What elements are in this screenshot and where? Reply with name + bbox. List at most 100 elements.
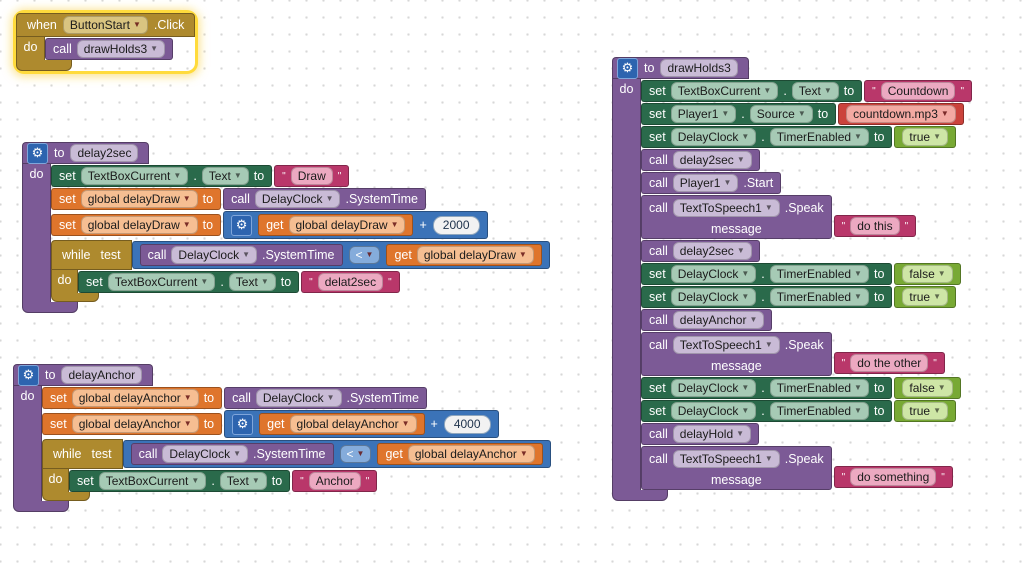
component-dropdown[interactable]: DelayClock▼	[670, 402, 757, 420]
boolean-block[interactable]: false▼	[894, 263, 961, 285]
math-add-block[interactable]: ⚙ get global delayDraw▼ + 2000	[223, 211, 488, 239]
variable-dropdown[interactable]: global delayDraw▼	[288, 216, 406, 234]
text-string-block[interactable]: " do this "	[833, 215, 917, 237]
component-dropdown[interactable]: TextBoxCurrent▼	[98, 472, 207, 490]
component-dropdown[interactable]: TextToSpeech1▼	[672, 450, 780, 468]
boolean-dropdown[interactable]: false▼	[902, 265, 953, 283]
procedure-drawholds3[interactable]: ⚙ to drawHolds3 do set TextBoxCurrent▼ .…	[612, 57, 973, 501]
procedure-header[interactable]: ⚙ to delay2sec	[22, 142, 150, 164]
set-property-block[interactable]: set Player1▼ . Source▼ to	[641, 103, 837, 125]
property-dropdown[interactable]: Text▼	[791, 82, 839, 100]
property-dropdown[interactable]: TimerEnabled▼	[769, 402, 869, 420]
text-string-field[interactable]: do this	[850, 217, 900, 235]
event-header[interactable]: when ButtonStart▼ .Click	[16, 13, 196, 37]
call-procedure-block[interactable]: call delay2sec▼	[641, 149, 760, 171]
set-property-block[interactable]: set TextBoxCurrent▼ . Text▼ to	[69, 470, 291, 492]
when-buttonstart-click-block[interactable]: when ButtonStart▼ .Click do call drawHol…	[16, 13, 196, 71]
variable-dropdown[interactable]: global delayAnchor▼	[71, 389, 199, 407]
text-string-block[interactable]: " delat2sec "	[301, 271, 400, 293]
text-string-block[interactable]: " Draw "	[274, 165, 350, 187]
boolean-block[interactable]: false▼	[894, 377, 961, 399]
comparison-block[interactable]: call DelayClock▼ .SystemTime <▼ get glob…	[122, 440, 551, 468]
text-string-field[interactable]: delat2sec	[317, 273, 384, 291]
get-variable-block[interactable]: get global delayAnchor▼	[259, 413, 425, 435]
mutator-gear-icon[interactable]: ⚙	[232, 413, 254, 435]
procedure-name-field[interactable]: delayAnchor	[61, 366, 143, 384]
component-dropdown[interactable]: DelayClock▼	[171, 246, 258, 264]
call-method-value-block[interactable]: call DelayClock▼ .SystemTime	[223, 188, 426, 210]
text-string-field[interactable]: Draw	[290, 167, 333, 185]
operator-dropdown[interactable]: <▼	[339, 445, 372, 463]
procedure-header[interactable]: ⚙ to delayAnchor	[13, 364, 154, 386]
asset-dropdown[interactable]: countdown.mp3▼	[846, 105, 956, 123]
while-block[interactable]: while test call DelayClock▼ .SystemTime …	[51, 240, 550, 302]
variable-dropdown[interactable]: global delayDraw▼	[416, 246, 534, 264]
set-property-block[interactable]: set DelayClock▼ . TimerEnabled▼ to	[641, 286, 893, 308]
variable-dropdown[interactable]: global delayAnchor▼	[71, 415, 199, 433]
event-component-dropdown[interactable]: ButtonStart▼	[62, 16, 148, 34]
procedure-dropdown[interactable]: delay2sec▼	[672, 242, 752, 260]
call-method-value-block[interactable]: call DelayClock▼ .SystemTime	[130, 443, 334, 465]
call-procedure-block[interactable]: call delayHold▼	[641, 423, 760, 445]
property-dropdown[interactable]: Text▼	[219, 472, 267, 490]
boolean-block[interactable]: true▼	[894, 286, 957, 308]
variable-dropdown[interactable]: global delayDraw▼	[80, 216, 198, 234]
component-dropdown[interactable]: Player1▼	[670, 105, 737, 123]
component-dropdown[interactable]: TextBoxCurrent▼	[670, 82, 779, 100]
get-variable-block[interactable]: get global delayAnchor▼	[377, 443, 543, 465]
while-block[interactable]: while test call DelayClock▼ .SystemTime …	[42, 439, 551, 501]
math-add-block[interactable]: ⚙ get global delayAnchor▼ + 4000	[224, 410, 499, 438]
set-variable-block[interactable]: set global delayDraw▼ to	[51, 214, 222, 236]
get-variable-block[interactable]: get global delayDraw▼	[258, 214, 414, 236]
asset-dropdown-block[interactable]: countdown.mp3▼	[838, 103, 964, 125]
set-property-block[interactable]: set DelayClock▼ . TimerEnabled▼ to	[641, 377, 893, 399]
property-dropdown[interactable]: TimerEnabled▼	[769, 379, 869, 397]
set-property-block[interactable]: set TextBoxCurrent▼ . Text▼ to	[641, 80, 863, 102]
mutator-gear-icon[interactable]: ⚙	[617, 57, 638, 79]
boolean-dropdown[interactable]: true▼	[902, 402, 949, 420]
text-string-block[interactable]: " Anchor "	[292, 470, 378, 492]
component-dropdown[interactable]: DelayClock▼	[670, 379, 757, 397]
call-speak-block[interactable]: call TextToSpeech1▼ .Speak message	[641, 446, 832, 490]
set-property-block[interactable]: set DelayClock▼ . TimerEnabled▼ to	[641, 400, 893, 422]
call-procedure-block[interactable]: call delay2sec▼	[641, 240, 760, 262]
mutator-gear-icon[interactable]: ⚙	[18, 364, 39, 386]
set-property-block[interactable]: set TextBoxCurrent▼ . Text▼ to	[51, 165, 273, 187]
boolean-block[interactable]: true▼	[894, 126, 957, 148]
component-dropdown[interactable]: TextBoxCurrent▼	[80, 167, 189, 185]
component-dropdown[interactable]: Player1▼	[672, 174, 739, 192]
set-property-block[interactable]: set DelayClock▼ . TimerEnabled▼ to	[641, 126, 893, 148]
component-dropdown[interactable]: DelayClock▼	[670, 265, 757, 283]
variable-dropdown[interactable]: global delayAnchor▼	[289, 415, 417, 433]
procedure-delayanchor[interactable]: ⚙ to delayAnchor do set global delayAnch…	[13, 364, 551, 512]
call-method-block[interactable]: call Player1▼ .Start	[641, 172, 782, 194]
text-string-field[interactable]: Anchor	[308, 472, 361, 490]
set-variable-block[interactable]: set global delayDraw▼ to	[51, 188, 222, 210]
component-dropdown[interactable]: TextToSpeech1▼	[672, 199, 780, 217]
component-dropdown[interactable]: DelayClock▼	[670, 128, 757, 146]
property-dropdown[interactable]: TimerEnabled▼	[769, 265, 869, 283]
property-dropdown[interactable]: Text▼	[228, 273, 276, 291]
number-block[interactable]: 4000	[443, 414, 491, 434]
property-dropdown[interactable]: Text▼	[201, 167, 249, 185]
boolean-block[interactable]: true▼	[894, 400, 957, 422]
variable-dropdown[interactable]: global delayAnchor▼	[407, 445, 535, 463]
component-dropdown[interactable]: TextToSpeech1▼	[672, 336, 780, 354]
procedure-header[interactable]: ⚙ to drawHolds3	[612, 57, 749, 79]
text-string-field[interactable]: Countdown	[880, 82, 956, 100]
procedure-delay2sec[interactable]: ⚙ to delay2sec do set TextBoxCurrent▼ . …	[22, 142, 550, 313]
procedure-dropdown[interactable]: delayAnchor▼	[672, 311, 765, 329]
call-speak-block[interactable]: call TextToSpeech1▼ .Speak message	[641, 332, 832, 376]
text-string-field[interactable]: do the other	[850, 354, 929, 372]
procedure-name-field[interactable]: drawHolds3	[660, 59, 738, 77]
procedure-dropdown[interactable]: drawHolds3▼	[76, 40, 166, 58]
component-dropdown[interactable]: DelayClock▼	[255, 389, 342, 407]
component-dropdown[interactable]: TextBoxCurrent▼	[107, 273, 216, 291]
component-dropdown[interactable]: DelayClock▼	[162, 445, 249, 463]
property-dropdown[interactable]: TimerEnabled▼	[769, 288, 869, 306]
set-property-block[interactable]: set DelayClock▼ . TimerEnabled▼ to	[641, 263, 893, 285]
while-header[interactable]: while test	[51, 240, 132, 270]
property-dropdown[interactable]: TimerEnabled▼	[769, 128, 869, 146]
set-property-block[interactable]: set TextBoxCurrent▼ . Text▼ to	[78, 271, 300, 293]
get-variable-block[interactable]: get global delayDraw▼	[386, 244, 542, 266]
